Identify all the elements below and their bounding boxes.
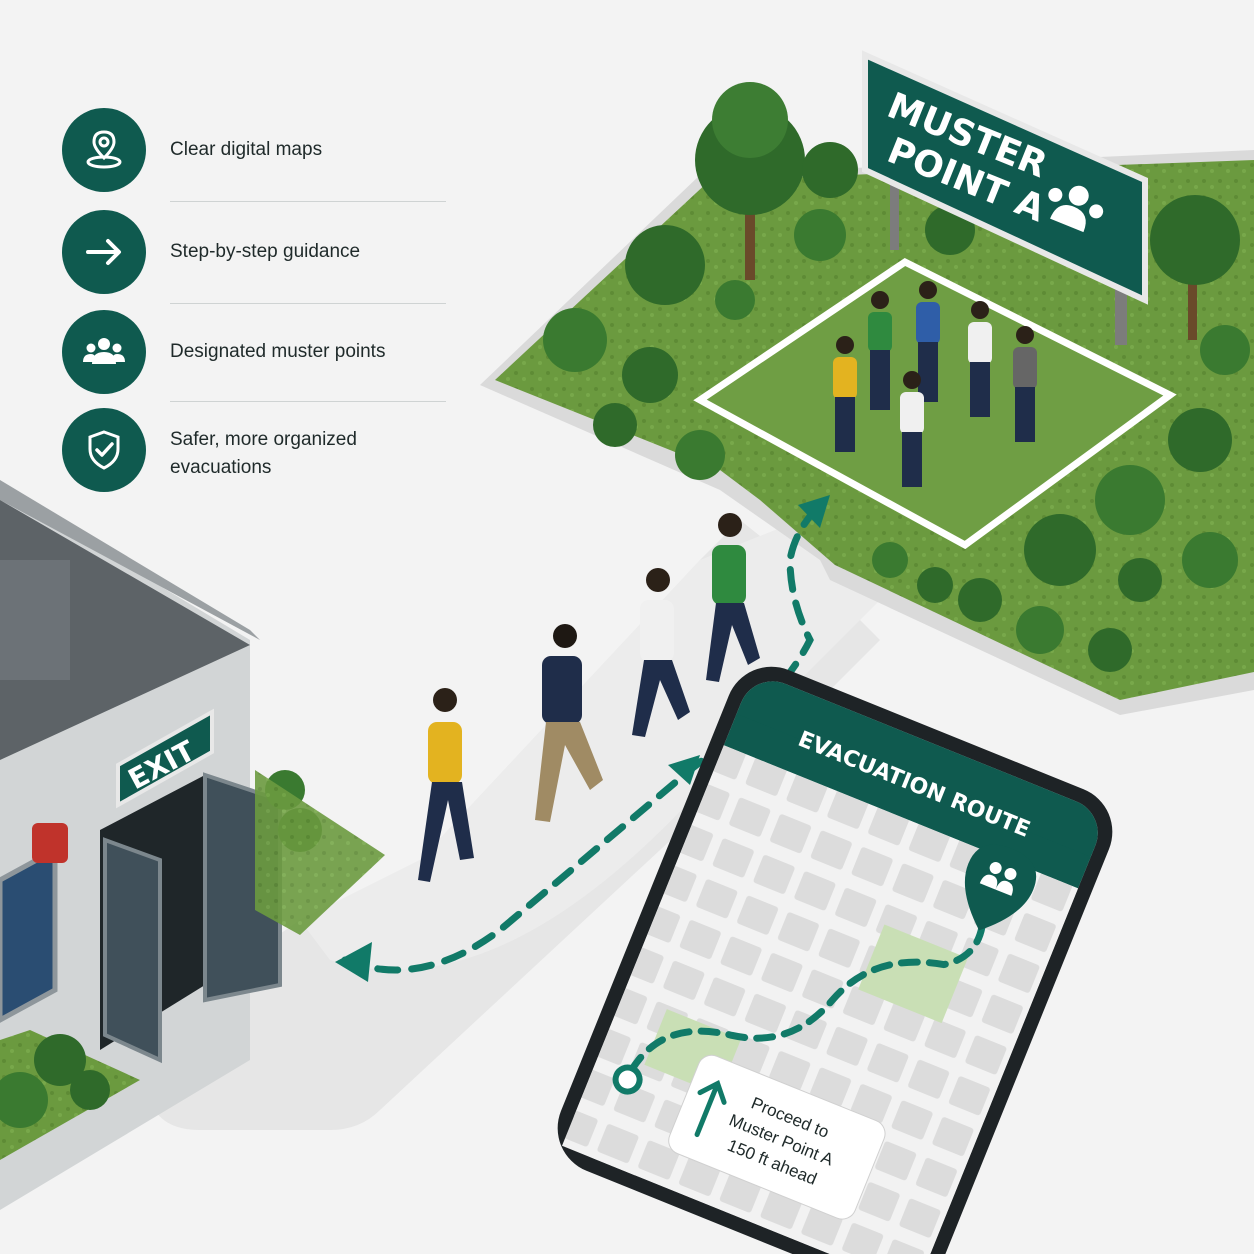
muster-point-sign: MUSTER POINT A [862,50,1148,345]
feature-label: Step-by-step guidance [170,241,361,262]
phone: EVACUATION ROUTE Proceed to Muster Point… [557,666,1113,1254]
feature-icon-circle [62,408,146,492]
shield-check-icon [88,430,120,470]
route-arrow-end [798,495,830,528]
people-at-muster [833,281,1037,487]
feature-label: Safer, more organized evacuations [170,429,357,478]
map-pin-icon [86,130,122,169]
feature-icon-circle [62,210,146,294]
phone-route-line [627,917,987,1074]
feature-icon-circle [62,108,146,192]
group-icon [83,338,125,364]
map-pin-icon [964,844,1037,931]
walking-people [418,513,760,882]
arrow-up-icon [694,1080,727,1138]
trees [543,82,1250,672]
route-arrow-start [335,942,372,982]
group-icon [1048,185,1104,233]
feature-icon-circle [62,310,146,394]
divider [170,401,446,402]
instruction-card: Proceed to Muster Point A 150 ft ahead [668,1054,886,1220]
feature-label: Designated muster points [170,341,386,362]
divider [170,201,446,202]
feature-label: Clear digital maps [170,139,323,160]
arrow-right-icon [86,239,121,265]
muster-square [693,257,1177,550]
divider [170,303,446,304]
route-arrow-mid [668,755,700,785]
building: EXIT [0,480,385,1210]
phone-start-marker [612,1064,643,1095]
